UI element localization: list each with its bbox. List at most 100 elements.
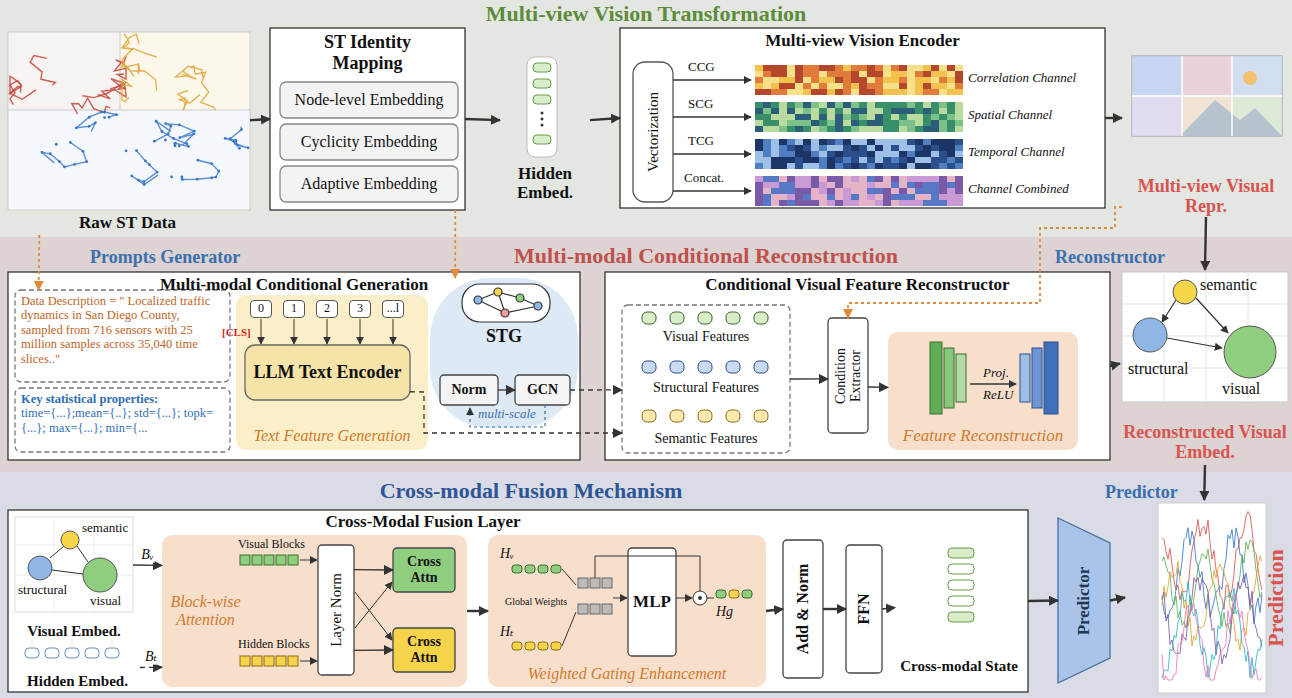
heat-cell [891, 194, 899, 200]
heat-cell [771, 108, 779, 114]
op-box: FFN [846, 545, 882, 673]
road [156, 121, 188, 146]
heat-cell [763, 151, 771, 157]
heat-cell [851, 114, 859, 120]
heat-cell [827, 163, 835, 169]
hidden-embed-icon-part [541, 112, 544, 115]
heat-cell [795, 102, 803, 108]
heat-cell [827, 114, 835, 120]
heat-cell [955, 108, 963, 114]
connector [140, 667, 162, 669]
heat-cell [827, 182, 835, 188]
heat-cell [811, 157, 819, 163]
connector [133, 564, 162, 566]
heat-cell [843, 157, 851, 163]
heat-cell [835, 114, 843, 120]
heat-cell [931, 200, 939, 206]
heat-cell [899, 77, 907, 83]
embedding-box-shape [280, 166, 458, 202]
sensor-dot [103, 116, 106, 119]
heat-cell [851, 145, 859, 151]
gating-art-part [578, 604, 588, 614]
heat-cell [939, 83, 947, 89]
heat-cell [899, 182, 907, 188]
heat-cell [875, 151, 883, 157]
edge-label: Bₜ [144, 649, 158, 664]
trap: Predictor [1058, 518, 1110, 683]
heat-cell [883, 145, 891, 151]
heat-cell [771, 120, 779, 126]
attention-blocks-part [264, 555, 274, 565]
heat-cell [755, 114, 763, 120]
module-box: Conditional Visual Feature Reconstructor… [605, 272, 1110, 460]
hidden-embed-icon-part [533, 135, 551, 144]
prompt-box: Key statistical properties:time={...};me… [15, 388, 230, 452]
map-tiles [8, 32, 250, 210]
module-box-shape [8, 510, 1028, 692]
heat-cell [883, 176, 891, 182]
heat-cell [827, 120, 835, 126]
heat-cell [931, 182, 939, 188]
heat-cell [811, 102, 819, 108]
hidden-embed-icon-part [533, 63, 551, 72]
heat-cell [771, 182, 779, 188]
heat-cell [891, 139, 899, 145]
module-box-shape [620, 28, 1105, 208]
heat-cell [939, 176, 947, 182]
op-box: Condition Extractor [828, 318, 868, 433]
op-box: Add & Norm [783, 540, 823, 678]
heat-cell [843, 139, 851, 145]
heat-cell [803, 200, 811, 206]
connector [1205, 217, 1206, 270]
heat-cell [939, 188, 947, 194]
heat-cell [907, 188, 915, 194]
heat-cell [947, 176, 955, 182]
heat-cell [811, 145, 819, 151]
state-pills-part [948, 564, 974, 574]
heat-cell [779, 120, 787, 126]
heat-cell [867, 102, 875, 108]
hidden-embed-icon-part [541, 124, 544, 127]
repr-icon-part [1132, 96, 1182, 136]
gating-art-part [698, 596, 702, 600]
heat-cell [851, 126, 859, 132]
heat-cell [803, 139, 811, 145]
road [132, 151, 158, 185]
node-text: time={...};mean={..}; std={...}; topk={.… [21, 406, 224, 435]
node-text: Multi-view Vision Encoder [765, 31, 960, 51]
node-text: Multi-view Visual Repr. [1122, 176, 1290, 217]
node-text: Raw ST Data [79, 213, 176, 233]
attention-blocks-part [300, 661, 317, 662]
heat-cell [891, 114, 899, 120]
heat-cell [859, 83, 867, 89]
heat-cell [803, 89, 811, 95]
label: Hg [716, 604, 733, 620]
heat-cell [843, 194, 851, 200]
heat-cell [939, 65, 947, 71]
label: Reconstructor [1055, 247, 1165, 268]
heat-cell [939, 139, 947, 145]
heat-cell [891, 163, 899, 169]
edge-label: Bᵥ [140, 547, 154, 562]
feature-blocks-part [1032, 348, 1042, 408]
heat-cell [875, 83, 883, 89]
recon-graph-part [1122, 272, 1288, 402]
label: Spatial Channel [968, 108, 1052, 123]
region: Block-wise AttentionLayer NormCross Attn… [162, 535, 467, 687]
heat-cell [763, 114, 771, 120]
heat-cell [755, 83, 763, 89]
heat-cell [859, 176, 867, 182]
heat-cell [899, 120, 907, 126]
heat-cell [955, 120, 963, 126]
heat-cell [843, 145, 851, 151]
heat-cell [771, 188, 779, 194]
heat-cell [779, 151, 787, 157]
heat-cell [923, 83, 931, 89]
heat-cell [811, 182, 819, 188]
heat-cell [755, 77, 763, 83]
hidden-embed-pills-part [65, 648, 79, 658]
node-text: Feature Reconstruction [903, 426, 1063, 446]
heat-cell [883, 83, 891, 89]
heat-cell [787, 114, 795, 120]
module-box-shape [270, 28, 465, 210]
